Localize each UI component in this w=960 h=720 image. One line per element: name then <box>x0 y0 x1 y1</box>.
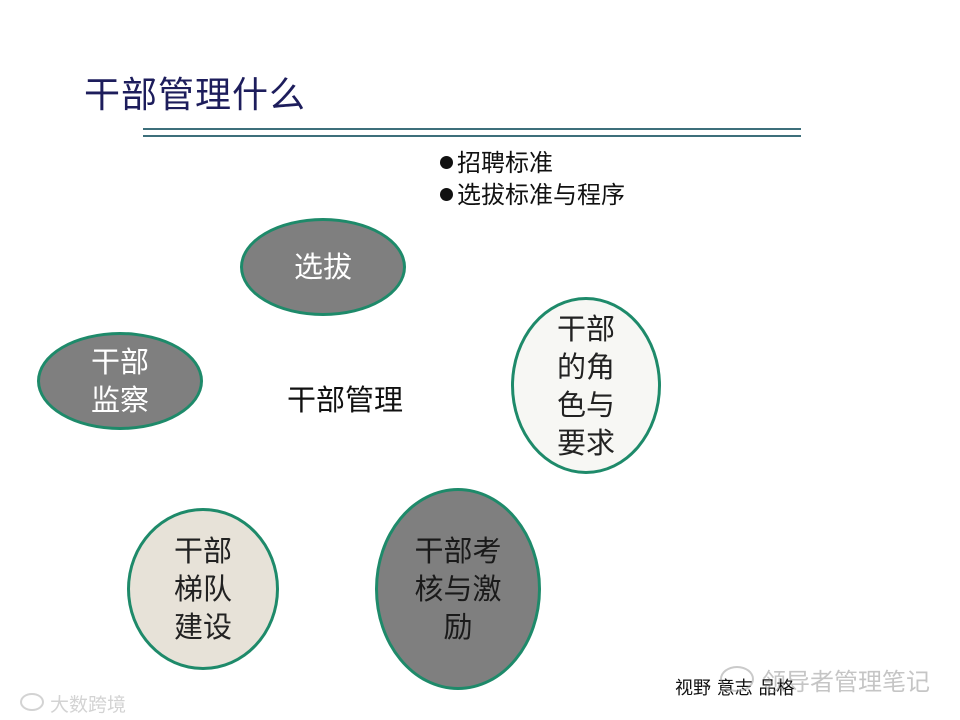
title-divider-top <box>143 128 801 130</box>
node-label: 干部 的角 色与 要求 <box>556 311 615 460</box>
slide-title: 干部管理什么 <box>84 75 307 116</box>
center-label: 干部管理 <box>287 383 404 417</box>
title-divider-bottom <box>143 135 801 137</box>
node-label: 选拔 <box>293 250 352 284</box>
node-label: 干部 监察 <box>90 345 149 417</box>
brand-logo-icon <box>20 693 44 711</box>
node-assessment-incentive: 干部考 核与激 励 <box>375 488 541 690</box>
node-selection: 选拔 <box>240 218 406 316</box>
brand-watermark: 大数跨境 <box>20 690 126 717</box>
account-watermark: 领导者管理笔记 <box>720 662 930 697</box>
node-label: 干部 梯队 建设 <box>173 534 232 644</box>
node-supervision: 干部 监察 <box>37 332 203 430</box>
wechat-icon <box>720 666 754 692</box>
bullet-list: 招聘标准 选拔标准与程序 <box>440 147 625 211</box>
node-succession: 干部 梯队 建设 <box>127 508 279 670</box>
account-watermark-text: 领导者管理笔记 <box>762 668 930 696</box>
bullet-item: 招聘标准 <box>440 147 625 179</box>
node-label: 干部考 核与激 励 <box>414 534 502 644</box>
bullet-icon <box>440 188 453 201</box>
bullet-text: 招聘标准 <box>457 149 553 177</box>
brand-watermark-text: 大数跨境 <box>50 694 127 716</box>
bullet-text: 选拔标准与程序 <box>457 181 625 209</box>
bullet-item: 选拔标准与程序 <box>440 179 625 211</box>
node-role-requirements: 干部 的角 色与 要求 <box>511 297 661 474</box>
bullet-icon <box>440 156 453 169</box>
